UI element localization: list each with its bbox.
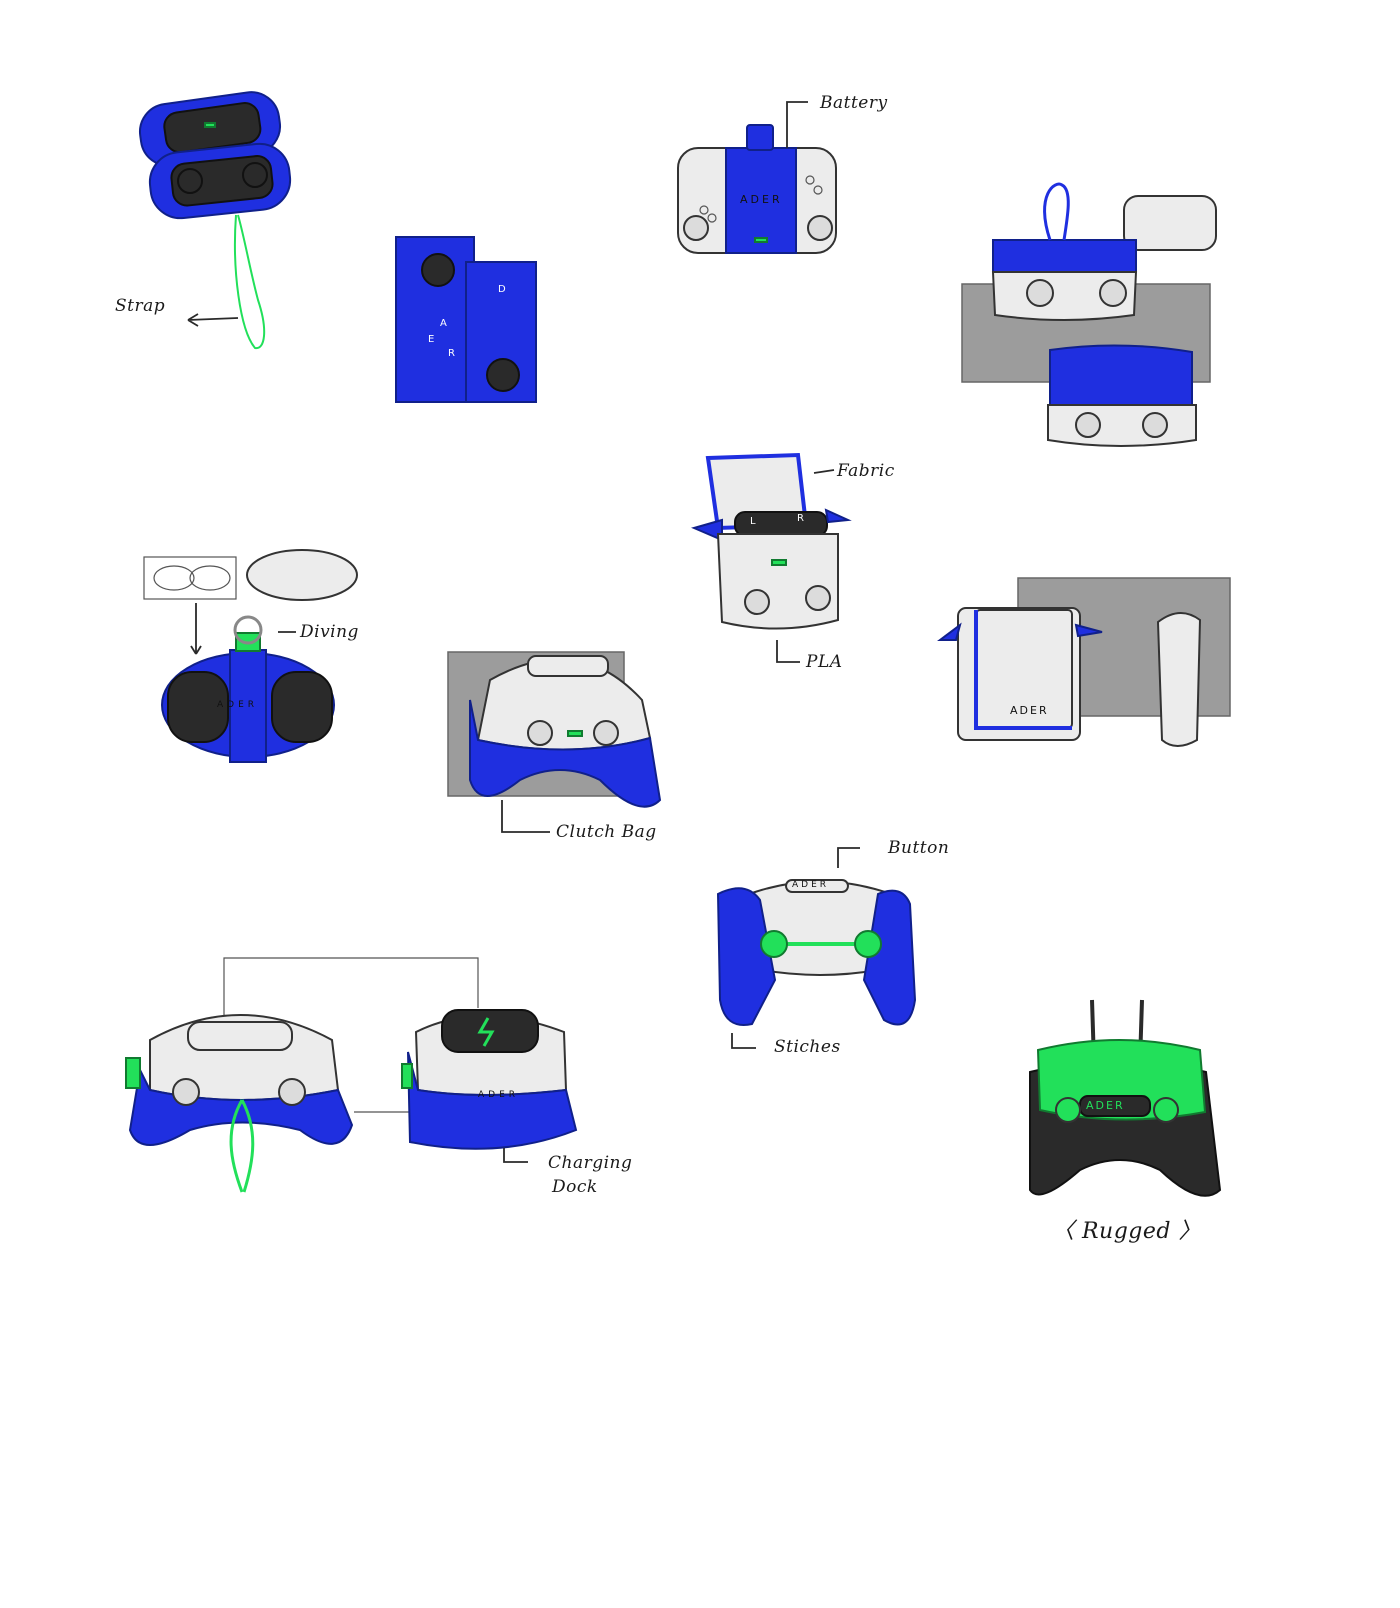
- pla-label: PLA: [806, 652, 843, 672]
- brand-mark-diving: ADER: [217, 700, 259, 710]
- handheld-battery-sketch: [677, 124, 837, 254]
- charging-dock-label-line1: Charging: [548, 1153, 633, 1173]
- flat-controller-halves-sketch: [395, 236, 537, 403]
- tab-letter-r: R: [797, 513, 804, 524]
- button-letter-e: E: [428, 334, 435, 345]
- button-letter-d: D: [498, 284, 506, 295]
- button-letter-r: R: [448, 348, 455, 359]
- charging-dock-label-line2: Dock: [552, 1177, 598, 1197]
- brand-mark-dock: ADER: [478, 1090, 520, 1100]
- diving-label: Diving: [300, 622, 359, 642]
- button-letter-a: A: [440, 318, 447, 329]
- brand-mark-rugged: ADER: [1086, 1099, 1125, 1112]
- brand-mark-handheld: ADER: [740, 193, 783, 206]
- rugged-controller-sketch: [1029, 999, 1222, 1197]
- controller-charging-dock-sketch: [125, 957, 578, 1193]
- button-controller-sketch: [716, 879, 917, 1026]
- clutch-bag-label: Clutch Bag: [556, 822, 657, 842]
- clutch-bag-sketch: [447, 651, 662, 808]
- strap-label: Strap: [115, 296, 166, 316]
- rugged-label: 〈 Rugged 〉: [1052, 1219, 1201, 1244]
- button-label: Button: [888, 838, 950, 858]
- shoulder-bag-sketch: [937, 577, 1231, 747]
- brand-mark-shoulder-bag: ADER: [1010, 704, 1049, 717]
- rolled-controller-sketch: [138, 91, 292, 350]
- fabric-pla-pouch-sketch: [691, 452, 852, 630]
- case-with-grey-panel-sketch: [961, 182, 1217, 447]
- battery-label: Battery: [820, 93, 888, 113]
- stiches-label: Stiches: [774, 1037, 841, 1057]
- diving-controller-sketch: [143, 549, 358, 763]
- tab-letter-l: L: [750, 516, 756, 527]
- brand-mark-button: ADER: [792, 880, 830, 890]
- fabric-label: Fabric: [837, 461, 895, 481]
